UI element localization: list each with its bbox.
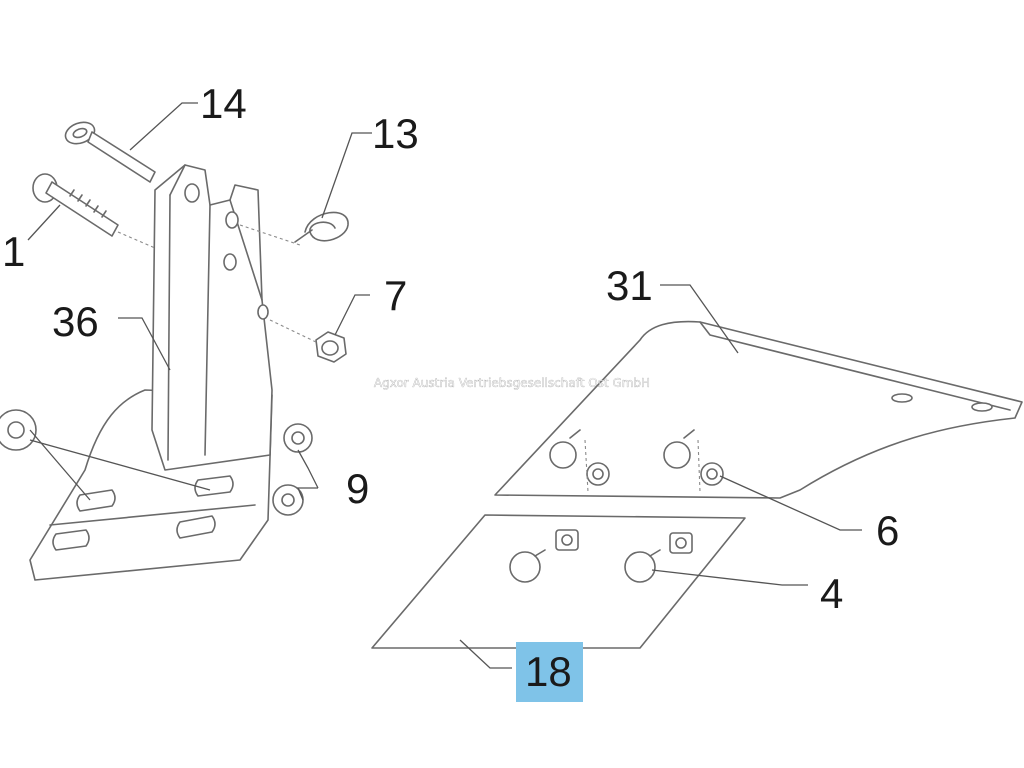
part-36-standard — [29, 164, 273, 581]
part-9-washers — [0, 409, 313, 516]
leader-lines — [27, 102, 862, 669]
callout-6: 6 — [876, 507, 899, 554]
callout-31: 31 — [606, 262, 653, 309]
callout-18: 18 — [525, 648, 572, 695]
part-18-share — [371, 514, 746, 649]
part-31-wing — [494, 320, 1023, 499]
part-14-pin — [64, 121, 156, 183]
callout-14: 14 — [200, 80, 247, 127]
callout-1: 1 — [2, 228, 25, 275]
watermark-text: Agxor Austria Vertriebsgesellschaft Ost … — [374, 376, 650, 390]
part-7-nut — [269, 319, 347, 363]
callout-7: 7 — [384, 272, 407, 319]
callout-36: 36 — [52, 298, 99, 345]
callout-4: 4 — [820, 570, 843, 617]
part-13-clip — [239, 211, 349, 246]
part-1-bolt — [32, 173, 156, 249]
callout-13: 13 — [372, 110, 419, 157]
highlight-box-18 — [516, 642, 583, 702]
callout-9: 9 — [346, 465, 369, 512]
